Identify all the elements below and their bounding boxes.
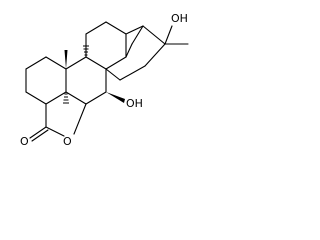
bond: [31, 129, 49, 142]
ring-d-bridge: [105, 25, 166, 81]
oh-mid-wedge: [106, 92, 125, 103]
bond: [142, 25, 166, 45]
bond: [85, 56, 107, 70]
carbonyl-oxygen-label: O: [20, 135, 29, 148]
structure-svg: OH OH O O: [20, 12, 189, 148]
chemical-structure-diagram: OH OH O O: [0, 0, 215, 158]
bond: [85, 21, 107, 35]
bond: [131, 25, 144, 45]
ring-oxygen-label: O: [63, 135, 72, 148]
bond: [25, 56, 47, 70]
bond: [45, 91, 67, 105]
hash-h5: [63, 93, 69, 104]
angular-methyl-wedge: [64, 50, 68, 69]
oh-top-label: OH: [171, 12, 188, 25]
bond: [119, 65, 146, 81]
bond: [105, 56, 127, 70]
bond: [125, 25, 144, 35]
ring-b: [65, 56, 107, 105]
ring-c: [85, 21, 127, 70]
bond: [144, 43, 166, 67]
bond: [105, 21, 127, 35]
bond: [25, 91, 47, 105]
bond: [65, 56, 87, 70]
bond: [105, 68, 121, 81]
bond: [73, 103, 87, 135]
ring-a: [25, 56, 67, 105]
bond: [45, 126, 65, 137]
bond: [85, 91, 107, 105]
bond: [125, 43, 133, 58]
bond: [45, 56, 67, 70]
bond: [65, 91, 87, 105]
bond: [29, 126, 47, 139]
hash-h9: [83, 45, 89, 56]
lactone-ring: [29, 103, 87, 142]
oh-mid-label: OH: [126, 97, 143, 110]
oh-top-bond: [164, 25, 173, 45]
